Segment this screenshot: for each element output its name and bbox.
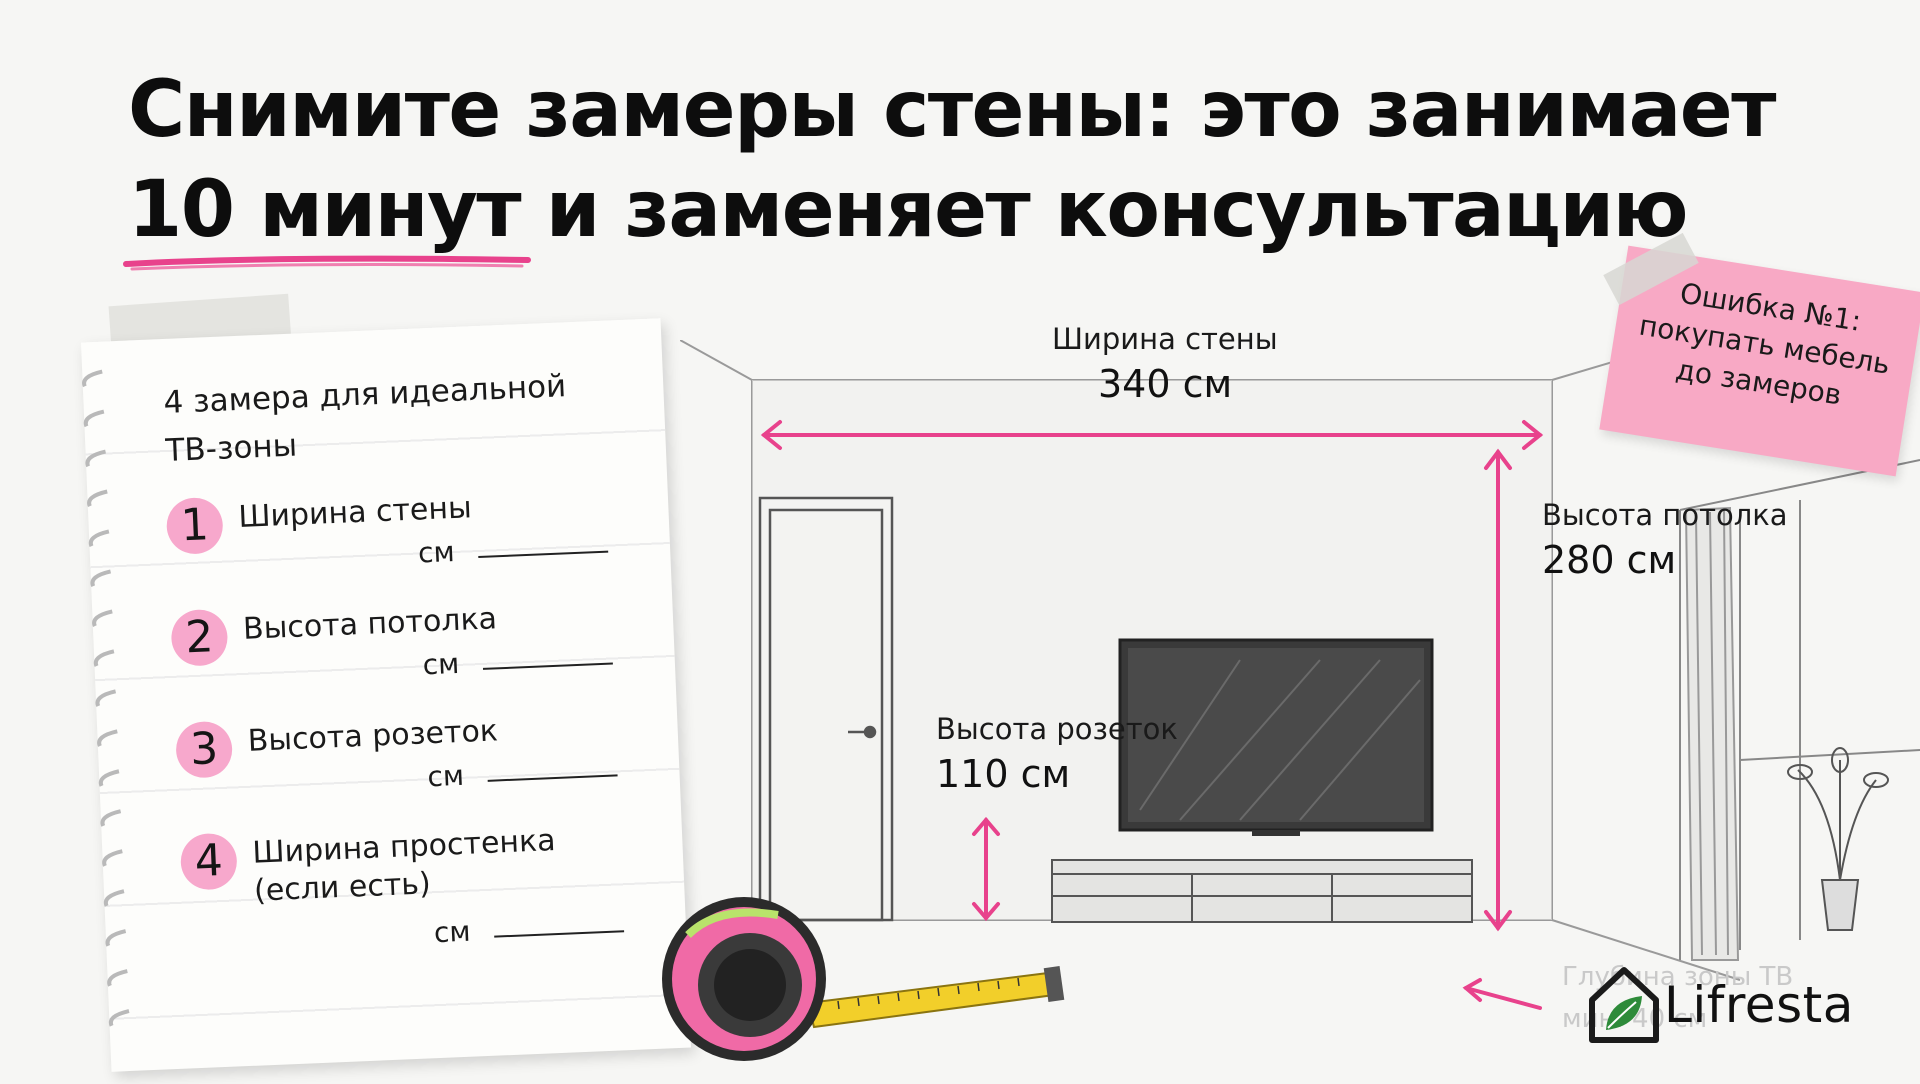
brand-logo-text: Lifresta [1664,976,1854,1034]
ceiling-height-label: Высота потолка [1542,498,1788,532]
house-leaf-icon [1589,967,1659,1043]
checklist-item-2: 2 Высота потолка см [170,591,650,681]
room-sketch: Ширина стены 340 см Высота потолка 280 с… [669,322,1920,1080]
curtain [1684,506,1740,961]
checklist-item-3: 3 Высота розеток см [174,703,655,793]
measurement-blank [487,774,618,782]
tape-measure-icon [662,897,1065,1061]
measurement-blank [478,550,609,559]
checklist-item-label: Высота розеток [247,713,499,759]
tv-icon [1118,638,1434,836]
wall-illustration [669,329,1920,1010]
checklist-item-label: Высота потолка [242,601,498,647]
unit-label: см [426,758,465,794]
sticky-note-text: Ошибка №1: покупать мебель до замеров [1607,265,1920,425]
checklist-item-1: 1 Ширина стены см [165,479,646,570]
tv-zone-depth-label: Глубина зоны ТВ [1562,962,1794,992]
measurement-blank [482,662,613,670]
headline-emphasis-text: 10 минут [128,165,522,255]
ceiling-height-value: 280 см [1542,538,1677,582]
plant-icon [1787,747,1889,931]
page-title: Снимите замеры стены: это занимает 10 ми… [123,60,1828,271]
checklist-item-4: 4 Ширина простенка (если есть) см [179,815,660,949]
dimension-arrows [760,420,1544,1010]
wall-width-label: Ширина стены [1052,322,1278,356]
headline-line-2: 10 минут и заменяет консультацию [123,160,1828,271]
wall-width-value: 340 см [1098,362,1233,406]
measurement-blank [494,930,625,938]
outlet-height-label: Высота розеток [936,712,1178,746]
checklist-item-label: Ширина стены [237,490,473,536]
notepad-spiral-binding [82,369,130,1027]
step-number-badge: 2 [170,608,229,667]
headline-line-1: Снимите замеры стены: это занимает [128,65,1776,155]
unit-label: см [422,646,460,682]
checklist-notepad: 4 замера для идеальной ТВ-зоны 1 Ширина … [80,318,692,1072]
unit-label: см [417,535,456,570]
outlet-height-value: 110 см [936,752,1071,796]
step-number-badge: 4 [179,832,238,891]
headline-emphasis: 10 минут [123,160,531,271]
checklist-item-label-note: (если есть) [253,866,432,909]
unit-label: см [433,914,472,950]
brand-logo: Lifresta [1580,962,1910,1052]
door [758,496,894,922]
step-number-badge: 3 [174,720,234,779]
checklist-title: 4 замера для идеальной ТВ-зоны [163,360,627,475]
tv-cabinet [1051,859,1473,923]
headline-rest-text: и заменяет консультацию [520,165,1689,255]
pink-underline-stroke [123,255,531,271]
step-number-badge: 1 [165,496,224,556]
